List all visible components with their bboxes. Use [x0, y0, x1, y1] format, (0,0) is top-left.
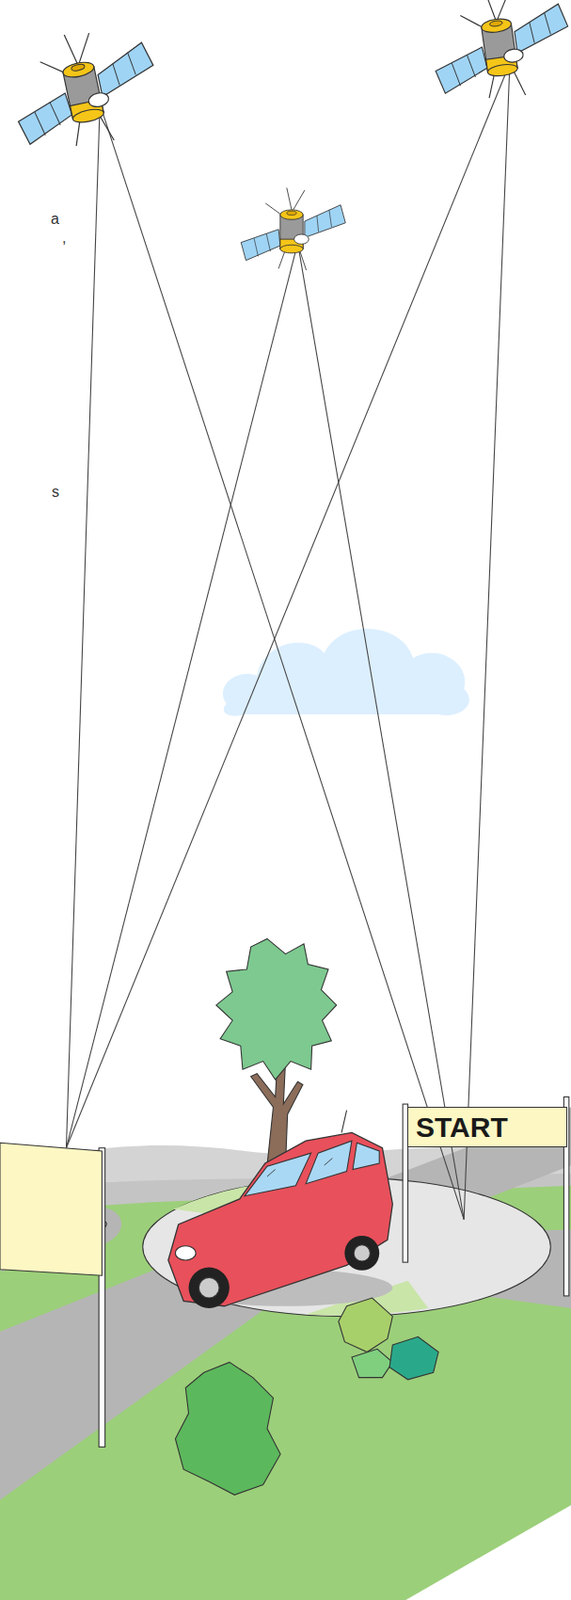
illustration-part	[324, 1157, 334, 1166]
text-fragment: s	[51, 483, 60, 501]
illustration-part	[216, 937, 337, 1079]
start-banner: START	[407, 1106, 568, 1147]
illustration-part	[389, 1335, 439, 1380]
text-fragment: a	[50, 210, 60, 228]
illustration-part	[240, 187, 346, 270]
text-fragment: ,	[62, 229, 66, 247]
illustration-part	[0, 1106, 571, 1499]
illustration-part	[0, 1142, 102, 1275]
illustration-part	[351, 1348, 393, 1377]
illustration-part	[298, 242, 465, 1220]
illustration-part	[305, 1140, 352, 1184]
car	[168, 1110, 393, 1308]
start-sign-posts	[402, 1095, 570, 1295]
illustration-part	[426, 0, 571, 108]
illustration-part	[189, 1267, 230, 1308]
illustration-part	[65, 63, 510, 1147]
illustration-part	[99, 104, 464, 1220]
illustration-part	[341, 1110, 347, 1133]
illustration-part	[338, 1297, 393, 1351]
illustration-part	[65, 242, 298, 1148]
illustration-part	[65, 104, 100, 1148]
tree	[216, 937, 337, 1165]
illustration-part	[463, 63, 510, 1219]
satellites	[2, 0, 571, 270]
illustration-part	[353, 1244, 370, 1261]
illustration-part	[198, 1276, 220, 1298]
illustration-part	[222, 628, 470, 716]
illustration-part	[244, 1152, 311, 1196]
illustration-part	[352, 1142, 380, 1169]
bushes	[174, 1297, 439, 1494]
banner-text: START	[415, 1110, 559, 1142]
illustration-part	[168, 1131, 393, 1305]
cloud	[222, 628, 470, 716]
illustration-part	[174, 1361, 281, 1494]
illustration-part	[344, 1235, 380, 1270]
left-sign	[0, 1142, 106, 1446]
illustration-part	[267, 1168, 276, 1176]
roads	[0, 1106, 571, 1499]
illustration-part	[174, 1245, 196, 1260]
signal-lines	[65, 63, 510, 1219]
illustration-part	[2, 17, 167, 159]
